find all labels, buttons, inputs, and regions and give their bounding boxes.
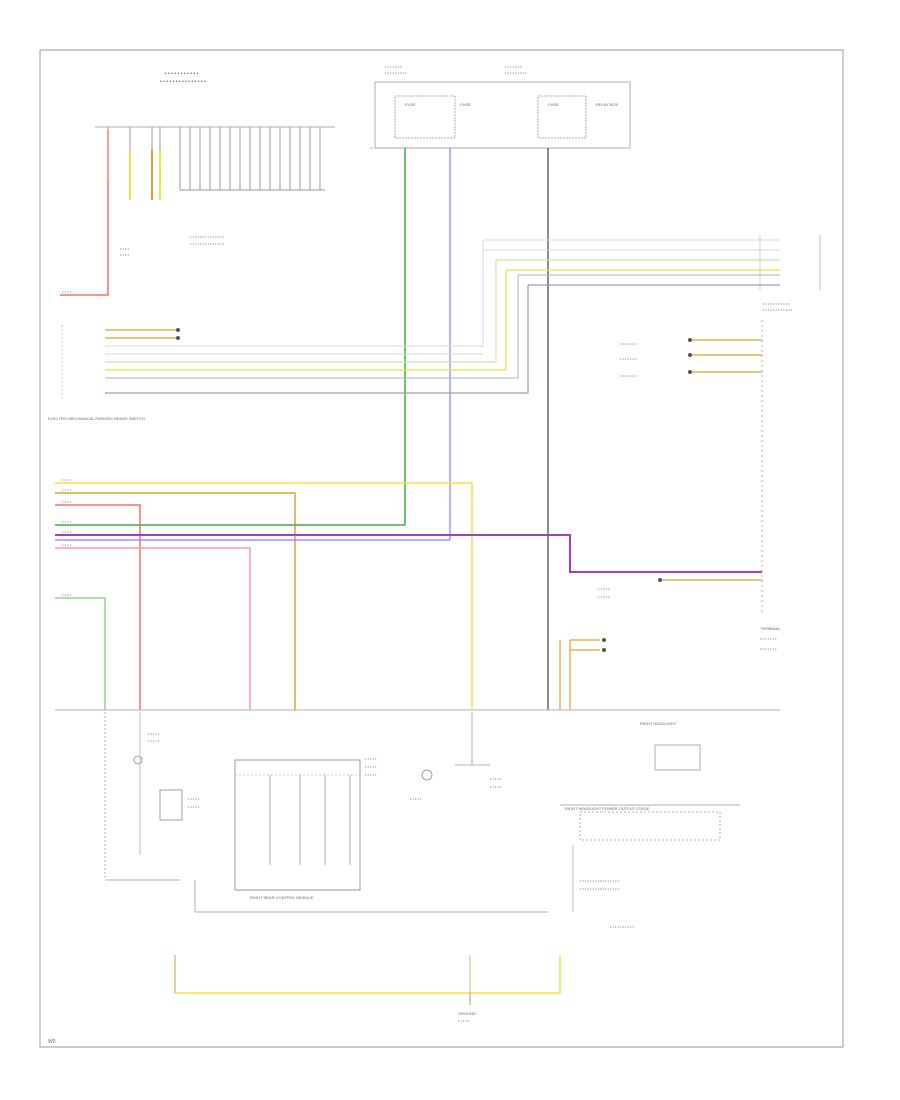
page-id: W5	[48, 1039, 56, 1045]
svg-text:• • • • • • • • • • •: • • • • • • • • • • •	[763, 301, 790, 306]
svg-text:• • • • •: • • • • •	[598, 586, 610, 591]
svg-text:• • • •: • • • •	[120, 246, 130, 251]
left-switch-label: ELECTRO-MECHANICAL PARKING BRAKE SWITCH	[48, 416, 145, 421]
top-left-connector-block: • • • • • • • • • • • • • • • • • • • • …	[60, 71, 335, 296]
svg-text:• • • •: • • • •	[62, 519, 72, 524]
svg-text:• • • •: • • • •	[62, 477, 72, 482]
svg-text:• • • • •: • • • • •	[148, 731, 160, 736]
svg-text:• • • • •: • • • • •	[188, 796, 200, 801]
svg-text:• • • • •: • • • • •	[365, 756, 377, 761]
ground-bus: GROUND • • • • •	[174, 955, 561, 1023]
terminal-label: TERMINAL	[760, 626, 781, 631]
svg-text:• • • • • • • • • • • •: • • • • • • • • • • • • • • • •	[580, 878, 620, 883]
svg-text:• • • • • • • • •: • • • • • • • • •	[385, 70, 407, 75]
svg-text:• • • •: • • • •	[62, 499, 72, 504]
left-switch-harness: ELECTRO-MECHANICAL PARKING BRAKE SWITCH	[48, 240, 529, 421]
diagram-border	[39, 49, 844, 1048]
svg-text:• • • • • • • • • • • • • •: • • • • • • • • • • • • • •	[190, 234, 225, 239]
fuse-b-label: FUSE	[460, 102, 471, 107]
svg-text:• • • •: • • • •	[62, 487, 72, 492]
svg-text:• • • • • • •: • • • • • • •	[760, 636, 777, 641]
fuse-c-label: FUSE	[548, 102, 559, 107]
headlight-label: RIGHT HEADLIGHT	[640, 721, 677, 726]
fuse-boxes: • • • • • • • • • • • • • • • • • • • • …	[370, 64, 631, 149]
module-label: RIGHT REAR CONTROL MODULE	[250, 895, 314, 900]
svg-text:• • • • • • •: • • • • • • •	[385, 64, 402, 69]
svg-text:• • • • •: • • • • •	[365, 772, 377, 777]
svg-text:• • • • •: • • • • •	[490, 776, 502, 781]
svg-text:• • • • •: • • • • •	[365, 764, 377, 769]
lower-mid-sensors: • • • • • • • • • • • • • • •	[410, 712, 502, 801]
svg-text:• • • •: • • • •	[62, 529, 72, 534]
svg-text:• • • •: • • • •	[120, 252, 130, 257]
lower-center-module: RIGHT REAR CONTROL MODULE • • • • • • • …	[194, 756, 548, 913]
svg-text:• • • • • • •: • • • • • • •	[760, 646, 777, 651]
svg-text:• • • • •: • • • • •	[148, 738, 160, 743]
svg-text:• • • • • • •: • • • • • • •	[620, 356, 637, 361]
upper-harness: • • • • • • • • • • • • • • • • • • • • …	[483, 235, 821, 312]
svg-text:• • • • • • •: • • • • • • •	[620, 341, 637, 346]
svg-text:• • • • •: • • • • •	[410, 796, 422, 801]
svg-text:• • • • • • •: • • • • • • •	[505, 64, 522, 69]
relay-box-label: RELAY BOX	[596, 102, 619, 107]
svg-text:• • • • • • • • • • • •: • • • • • • • • • • • •	[763, 307, 793, 312]
svg-text:• • • •: • • • •	[62, 289, 72, 294]
lower-left-component: • • • • • • • • • • • • • • • • • • • •	[104, 712, 200, 881]
svg-text:• • • •: • • • •	[62, 542, 72, 547]
svg-text:• • • • •: • • • • •	[188, 804, 200, 809]
svg-text:• • • • •: • • • • •	[490, 784, 502, 789]
right-terminal-strip: • • • • • • • • • • • • • • • • • • • • …	[598, 320, 781, 651]
svg-text:• • • • • • • • •: • • • • • • • • •	[505, 70, 527, 75]
svg-text:• • • • • • • • • • • •: • • • • • • • • • • • • • • • •	[580, 886, 620, 891]
lower-right-output-stage: RIGHT HEADLIGHT RIGHT HEADLIGHT POWER OU…	[560, 721, 740, 929]
top-left-subtitle: • • • • • • • • • • • • • • •	[160, 79, 206, 85]
svg-text:• • • • •: • • • • •	[458, 1018, 470, 1023]
ground-label: GROUND	[458, 1011, 476, 1016]
svg-text:• • • • • • • • • •: • • • • • • • • • •	[610, 924, 635, 929]
output-stage-label: RIGHT HEADLIGHT POWER OUTPUT STAGE	[565, 806, 650, 811]
svg-text:• • • • • • • • • • • • • •: • • • • • • • • • • • • • •	[190, 241, 225, 246]
fuse-a-label: FUSE	[405, 102, 416, 107]
svg-text:• • • •: • • • •	[62, 592, 72, 597]
top-left-title: • • • • • • • • • • •	[165, 71, 198, 77]
svg-text:• • • • • • •: • • • • • • •	[620, 373, 637, 378]
mid-harness: • • • • • • • • • • • • • • • • • • • • …	[55, 477, 762, 710]
svg-text:• • • • •: • • • • •	[598, 594, 610, 599]
